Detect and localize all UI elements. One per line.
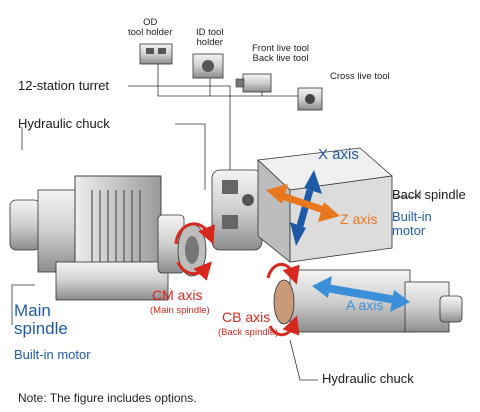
cross-live-tool-label: Cross live tool bbox=[330, 71, 390, 82]
main-spindle-label: Main spindle bbox=[14, 301, 68, 338]
id-tool-holder-icon bbox=[192, 53, 224, 79]
main-builtin-motor-label: Built-in motor bbox=[14, 347, 91, 362]
cm-axis-label: CM axis bbox=[152, 287, 203, 303]
cm-rotation-arrow bbox=[174, 222, 215, 281]
hydraulic-chuck-bottom-label: Hydraulic chuck bbox=[322, 371, 414, 386]
x-axis-arrow bbox=[290, 170, 322, 246]
od-tool-holder-label: OD tool holder bbox=[128, 17, 173, 38]
main-spindle-body bbox=[9, 175, 185, 301]
xz-slide-box bbox=[257, 147, 393, 263]
cb-axis-sublabel: (Back spindle) bbox=[218, 327, 279, 338]
back-spindle-label: Back spindle bbox=[392, 187, 466, 202]
note-text: Note: The figure includes options. bbox=[18, 391, 197, 405]
od-tool-holder-icon bbox=[139, 43, 173, 65]
turret-label: 12-station turret bbox=[18, 78, 110, 93]
front-back-live-tool-label: Front live tool Back live tool bbox=[252, 43, 310, 64]
cb-axis-label: CB axis bbox=[222, 309, 271, 325]
z-axis-label: Z axis bbox=[340, 211, 378, 227]
hydraulic-chuck-top-label: Hydraulic chuck bbox=[18, 116, 110, 131]
a-axis-label: A axis bbox=[346, 297, 384, 313]
back-hydraulic-chuck bbox=[273, 279, 295, 325]
cross-live-tool-icon bbox=[297, 87, 323, 111]
cb-rotation-arrow bbox=[266, 262, 300, 337]
turret-body bbox=[211, 169, 263, 251]
front-back-live-tool-icon bbox=[235, 73, 272, 93]
z-axis-arrow bbox=[266, 184, 340, 222]
a-axis-arrow bbox=[312, 276, 410, 312]
cm-axis-sublabel: (Main spindle) bbox=[150, 305, 210, 316]
back-builtin-motor-label: Built-in motor bbox=[392, 209, 432, 238]
x-axis-label: X axis bbox=[318, 146, 359, 163]
id-tool-holder-label: ID tool holder bbox=[196, 27, 224, 48]
